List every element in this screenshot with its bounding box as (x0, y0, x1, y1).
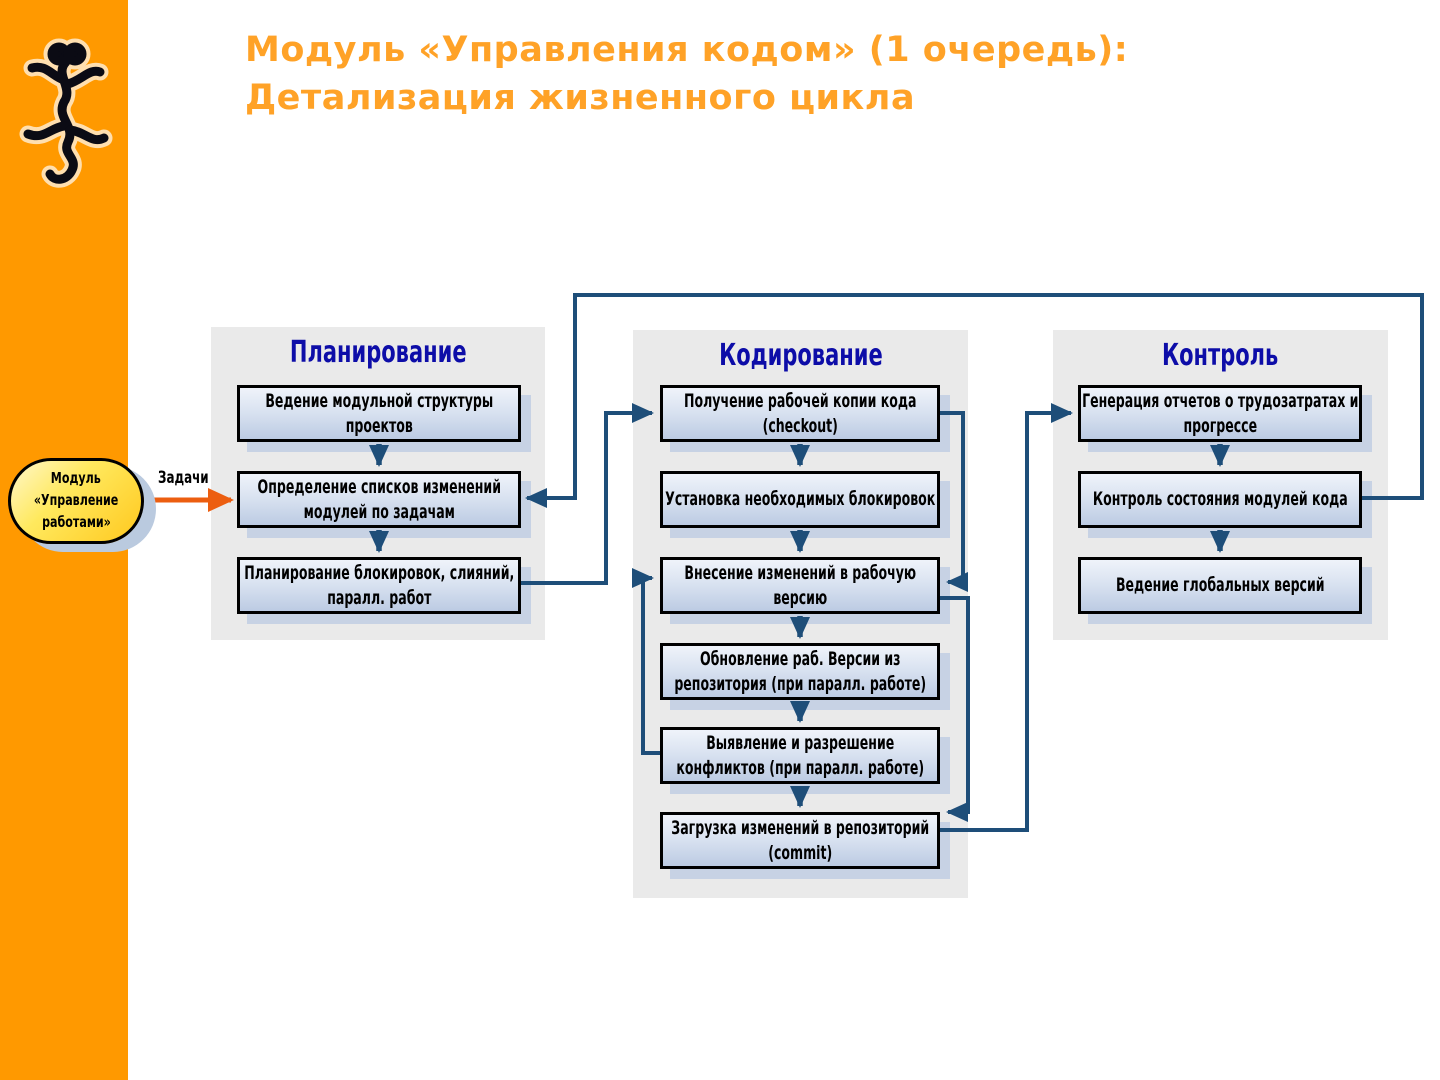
box-global-versions: Ведение глобальных версий (1078, 557, 1362, 614)
box-lock-merge-planning: Планирование блокировок, слияний, паралл… (237, 557, 521, 614)
box-checkout: Получение рабочей копии кода (checkout) (660, 385, 940, 442)
panel-coding-title: Кодирование (718, 338, 883, 373)
box-change-lists: Определение списков изменений модулей по… (237, 471, 521, 528)
tasks-arrow-label: Задачи (158, 468, 209, 488)
lizard-logo-icon (19, 38, 113, 188)
page-title-line1: Модуль «Управления кодом» (1 очередь): (245, 30, 1129, 70)
page-title: Модуль «Управления кодом» (1 очередь): Д… (245, 26, 1395, 122)
box-edit-working-version: Внесение изменений в рабочую версию (660, 557, 940, 614)
work-management-module-ellipse: Модуль «Управление работами» (8, 458, 144, 544)
page-title-line2: Детализация жизненного цикла (245, 78, 916, 118)
box-report-generation: Генерация отчетов о трудозатратах и прог… (1078, 385, 1362, 442)
box-commit: Загрузка изменений в репозиторий (commit… (660, 812, 940, 869)
box-update-from-repository: Обновление раб. Версии из репозитория (п… (660, 643, 940, 700)
box-module-structure: Ведение модульной структуры проектов (237, 385, 521, 442)
box-resolve-conflicts: Выявление и разрешение конфликтов (при п… (660, 727, 940, 784)
box-module-state-control: Контроль состояния модулей кода (1078, 471, 1362, 528)
panel-control-title: Контроль (1162, 338, 1279, 373)
box-set-locks: Установка необходимых блокировок (660, 471, 940, 528)
panel-planning-title: Планирование (289, 335, 467, 370)
